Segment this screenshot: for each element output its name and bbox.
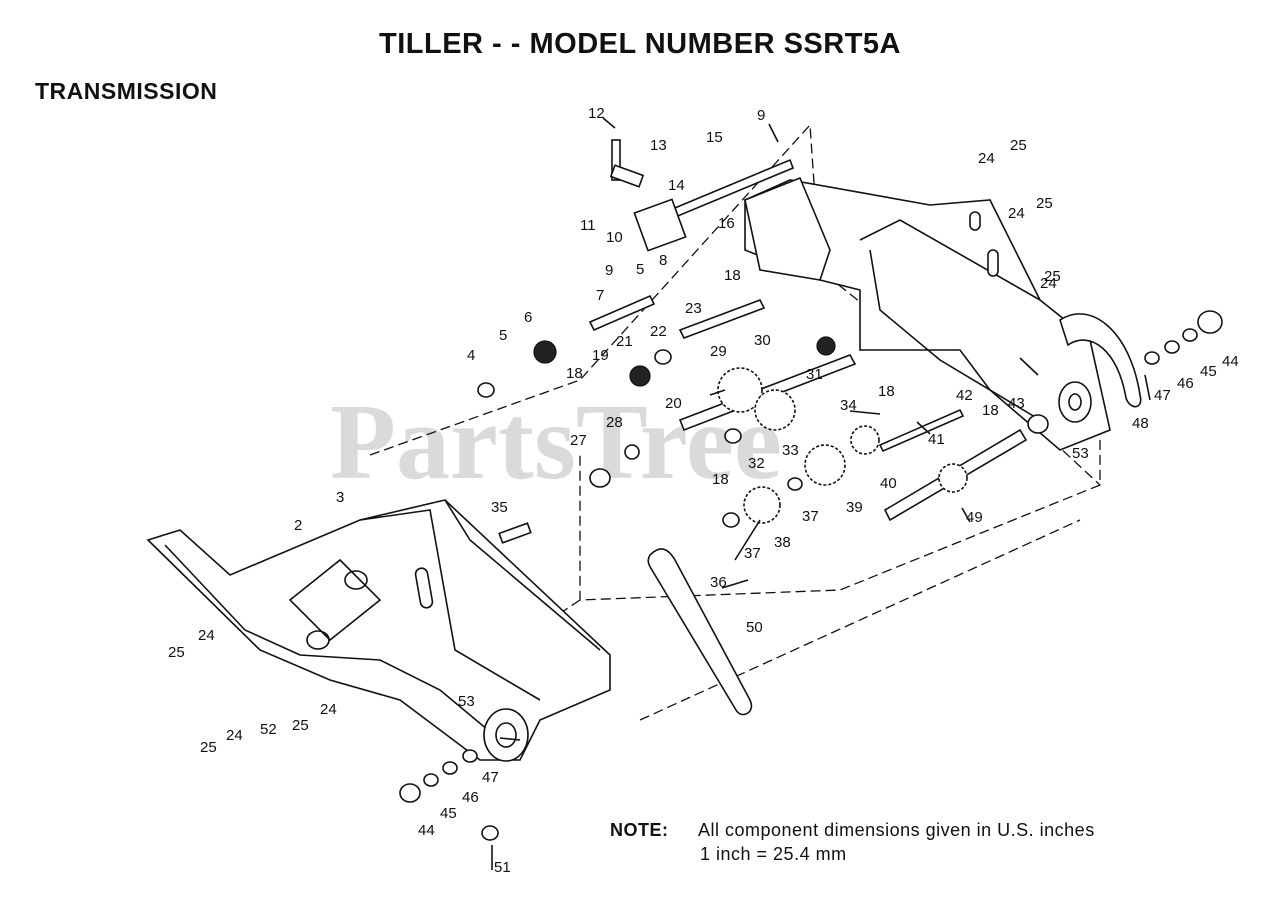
right-belt [1059,313,1142,408]
callout-c5a: 5 [636,261,644,278]
callout-c4: 4 [467,347,475,364]
callout-c46a: 46 [1177,375,1194,392]
note-text: All component dimensions given in U.S. i… [698,820,1095,840]
callout-c27: 27 [570,432,587,449]
callout-c31: 31 [806,366,823,383]
callout-c24d: 24 [198,627,215,644]
callout-c50: 50 [746,619,763,636]
callout-c9a: 9 [757,107,765,124]
callout-c9b: 9 [605,262,613,279]
callout-c44a: 44 [1222,353,1239,370]
callout-c29: 29 [710,343,727,360]
callout-c40: 40 [880,475,897,492]
callout-c23: 23 [685,300,702,317]
callout-c21: 21 [616,333,633,350]
callout-c8: 8 [659,252,667,269]
callout-c22: 22 [650,323,667,340]
callout-c3: 3 [336,489,344,506]
callout-c18d: 18 [712,471,729,488]
hardware [399,139,1223,841]
page-title: TILLER - - MODEL NUMBER SSRT5A [379,28,901,60]
callout-c2: 2 [294,517,302,534]
callout-c38: 38 [774,534,791,551]
callout-c32: 32 [748,455,765,472]
callout-c51: 51 [494,859,511,876]
callout-c24f: 24 [226,727,243,744]
callout-c18c: 18 [878,383,895,400]
belt [647,548,753,716]
callout-c15: 15 [706,129,723,146]
callout-c53b: 53 [458,693,475,710]
callout-c7: 7 [596,287,604,304]
callout-c5b: 5 [499,327,507,344]
callout-c46b: 46 [462,789,479,806]
note-conversion: 1 inch = 25.4 mm [700,844,847,864]
callout-c28: 28 [606,414,623,431]
callout-c13: 13 [650,137,667,154]
callout-c24c: 24 [1040,275,1057,292]
pulleys [483,381,1092,762]
callout-c36: 36 [710,574,727,591]
callout-c33: 33 [782,442,799,459]
callout-c14: 14 [668,177,685,194]
callout-c41: 41 [928,431,945,448]
callout-c44b: 44 [418,822,435,839]
callout-c45b: 45 [440,805,457,822]
callout-c11: 11 [580,217,596,234]
callout-c6: 6 [524,309,532,326]
callout-c53a: 53 [1072,445,1089,462]
callout-c24b: 24 [1008,205,1025,222]
callout-c45a: 45 [1200,363,1217,380]
callout-c34: 34 [840,397,857,414]
callout-c35: 35 [491,499,508,516]
leader-lines [491,117,1151,870]
section-title: TRANSMISSION [35,78,218,104]
callout-c24a: 24 [978,150,995,167]
callout-c25f: 25 [200,739,217,756]
callout-c18b: 18 [566,365,583,382]
callout-c19: 19 [592,347,609,364]
callout-c39: 39 [846,499,863,516]
callout-c20: 20 [665,395,682,412]
callout-c25b: 25 [1036,195,1053,212]
callout-c42: 42 [956,387,973,404]
gears [533,336,968,524]
callout-c24e: 24 [320,701,337,718]
callout-c37a: 37 [802,508,819,525]
callout-c37b: 37 [744,545,761,562]
callout-c30: 30 [754,332,771,349]
callout-c47a: 47 [1154,387,1171,404]
note-label: NOTE: [610,820,669,840]
callout-c16: 16 [718,215,735,232]
callout-c47b: 47 [482,769,499,786]
callout-c25a: 25 [1010,137,1027,154]
callout-c52: 52 [260,721,277,738]
callout-c25e: 25 [292,717,309,734]
callout-c25c: 25 [1044,268,1061,285]
callout-c18a: 18 [724,267,741,284]
callout-c18e: 18 [982,402,999,419]
callout-c49: 49 [966,509,983,526]
callout-c10: 10 [606,229,623,246]
right-side-plate [744,176,1111,451]
callout-c43: 43 [1008,395,1025,412]
callout-c12: 12 [588,105,605,122]
callout-c25d: 25 [168,644,185,661]
callout-c48: 48 [1132,415,1149,432]
left-side-plate [146,499,611,761]
